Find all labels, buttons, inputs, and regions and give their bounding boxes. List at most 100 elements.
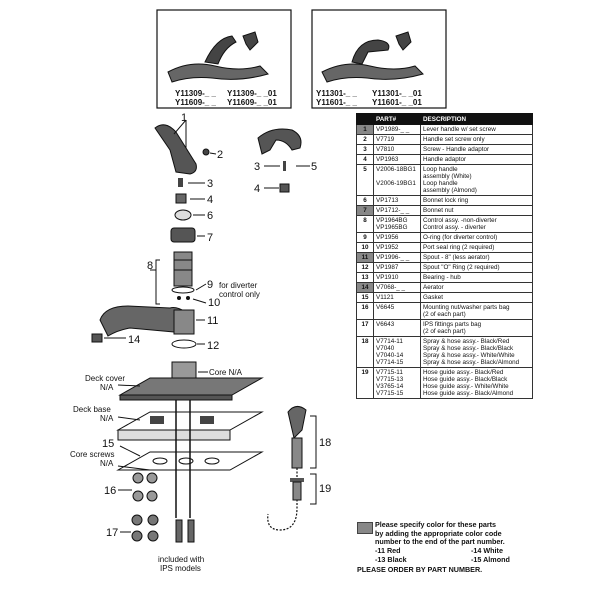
callout-3b: 3 [254, 161, 260, 173]
description-line: Screw - Handle adaptor [423, 146, 490, 153]
part-number-line: V2006-19BG1 [376, 180, 416, 187]
callout-17: 17 [106, 527, 118, 539]
row-part-number: V1121 [373, 292, 421, 303]
part-bonnet-nut [170, 227, 196, 243]
description-line: Loop handle [423, 166, 458, 173]
row-part-number: VP1987 [373, 262, 421, 273]
inset-right-code-2a: Y11601-_ _ [316, 98, 357, 107]
row-part-number: V6645 [373, 302, 421, 320]
description-line: Spout - 8" (less aerator) [423, 254, 490, 261]
callout-15: 15 [102, 438, 114, 450]
row-description: Bonnet lock ring [420, 195, 533, 206]
row-description: O-ring (for diverter control) [420, 232, 533, 243]
description-line: Bonnet nut [423, 207, 454, 214]
part-lever-handle [154, 124, 210, 175]
parts-table-header: PART# DESCRIPTION [356, 113, 533, 125]
callout-1: 1 [181, 112, 187, 124]
part-number-line: V7715-15 [376, 390, 404, 397]
part-number-line: VP1952 [376, 244, 399, 251]
description-line: Hose guide assy.- White/White [423, 383, 509, 390]
part-number-line: V7068-_ _ [376, 284, 406, 291]
part-number-line: VP1963 [376, 156, 399, 163]
inset-left-code-1a: Y11309-_ _ [175, 89, 216, 98]
row-number: 9 [356, 232, 374, 243]
callout-19: 19 [319, 483, 331, 495]
header-description: DESCRIPTION [420, 113, 533, 125]
row-description: Mounting nut/washer parts bag(2 of each … [420, 302, 533, 320]
callout-16: 16 [104, 485, 116, 497]
row-description: Lever handle w/ set screw [420, 124, 533, 135]
row-description: Spout "O" Ring (2 required) [420, 262, 533, 273]
callout-14: 14 [128, 334, 140, 346]
row-part-number: VP1910 [373, 272, 421, 283]
part-lock-ring [174, 209, 192, 221]
description-line: O-ring (for diverter control) [423, 234, 498, 241]
label-core-screws-2: N/A [100, 459, 114, 468]
part-number-line: V7715-13 [376, 376, 404, 383]
callout-18: 18 [319, 437, 331, 449]
callout-5: 5 [311, 161, 317, 173]
part-number-line [376, 173, 418, 180]
part-number-line: V7040 [376, 345, 395, 352]
row-number: 7 [356, 205, 374, 216]
part-number-line: VP1987 [376, 264, 399, 271]
part-number-line: V1121 [376, 294, 394, 301]
part-number-line: VP1956 [376, 234, 399, 241]
part-number-line: VP1712-_ _ [376, 207, 410, 214]
order-note: Please specify color for these parts by … [357, 520, 557, 574]
description-line: Hose guide assy.- Black/Black [423, 376, 508, 383]
part-hose-guide [290, 478, 304, 501]
part-number-line: VP1989-_ _ [376, 126, 410, 133]
description-line: (2 of each part) [423, 328, 466, 335]
part-spout-o-ring [171, 339, 197, 349]
description-line: Gasket [423, 294, 443, 301]
row-part-number: VP1989-_ _ [373, 124, 421, 135]
description-line: Port seal ring (2 required) [423, 244, 495, 251]
row-description: IPS fittings parts bag(2 of each part) [420, 319, 533, 337]
row-number: 6 [356, 195, 374, 206]
label-core: Core N/A [209, 368, 243, 377]
inset-lever-handle: Y11309-_ _ Y11309-_ _01 Y11609-_ _ Y1160… [156, 9, 292, 109]
row-description: Screw - Handle adaptor [420, 144, 533, 155]
part-number-line: V2006-18BG1 [376, 166, 416, 173]
row-description: Bearing - hub [420, 272, 533, 283]
callout-2: 2 [217, 149, 223, 161]
row-description: Gasket [420, 292, 533, 303]
callout-12: 12 [207, 340, 219, 352]
row-description: Port seal ring (2 required) [420, 242, 533, 253]
row-number: 4 [356, 154, 374, 165]
description-line: Spray & hose assy.- Black/Red [423, 338, 510, 345]
inset-right-code-1a: Y11301-_ _ [316, 89, 357, 98]
row-number: 11 [356, 252, 374, 263]
callout-11: 11 [207, 315, 218, 327]
part-number-line: VP1910 [376, 274, 399, 281]
description-line: Hose guide assy.- Black/Almond [423, 390, 514, 397]
description-line: Aerator [423, 284, 444, 291]
color-code-white: -14 White [471, 545, 503, 555]
row-part-number: VP1952 [373, 242, 421, 253]
callout-4b: 4 [254, 183, 260, 195]
part-number-line: V7714-11 [376, 338, 403, 345]
part-number-line: V6643 [376, 321, 395, 328]
row-number: 14 [356, 282, 374, 293]
row-number: 19 [356, 367, 374, 399]
description-line: Spray & hose assy.- White/White [423, 352, 515, 359]
